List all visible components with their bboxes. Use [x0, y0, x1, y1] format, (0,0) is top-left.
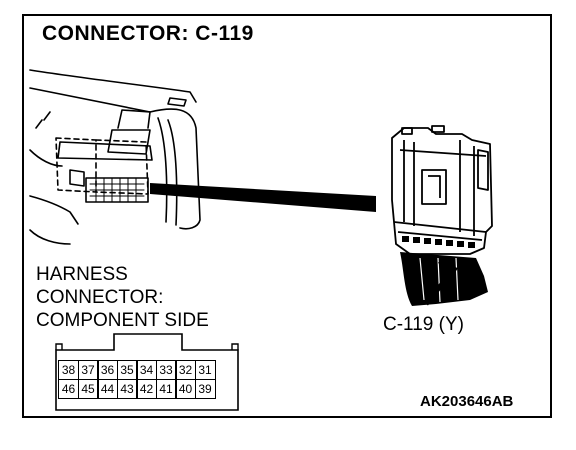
pin-cell: 38 — [58, 360, 79, 380]
pin-cell: 33 — [155, 360, 177, 380]
pin-cell: 42 — [136, 378, 157, 399]
fuse-block — [85, 177, 149, 203]
diagram-title: CONNECTOR: C-119 — [42, 22, 254, 45]
connector-pins — [402, 236, 475, 248]
pin-cell: 45 — [77, 378, 99, 399]
pin-cell: 43 — [116, 378, 138, 399]
pin-cell: 32 — [175, 360, 196, 380]
pin-cell: 35 — [116, 360, 138, 380]
pin-grid: 38 37 36 35 34 33 32 31 46 45 44 43 42 4… — [58, 360, 216, 399]
figure-code: AK203646AB — [420, 393, 514, 410]
pin-cell: 34 — [136, 360, 157, 380]
arrow-icon — [424, 262, 458, 306]
harness-connector-label: HARNESS CONNECTOR: COMPONENT SIDE — [36, 263, 209, 332]
diagram-frame — [22, 14, 552, 418]
connector-id-label: C-119 (Y) — [383, 314, 464, 335]
harness-label-line: HARNESS — [36, 264, 128, 285]
pin-cell: 36 — [97, 360, 118, 380]
pin-cell: 40 — [175, 378, 196, 399]
pin-cell: 44 — [97, 378, 118, 399]
pin-row-top: 38 37 36 35 34 33 32 31 — [58, 360, 216, 380]
dash-top-edge — [29, 69, 197, 103]
pin-cell: 41 — [155, 378, 177, 399]
dash-right-panel — [149, 108, 201, 230]
pin-cell: 39 — [194, 378, 216, 399]
connector-housing — [391, 125, 493, 255]
pin-cell: 37 — [77, 360, 99, 380]
pin-cell: 31 — [194, 360, 216, 380]
harness-label-line: CONNECTOR: — [36, 287, 164, 308]
pointer-beam — [150, 183, 376, 212]
harness-label-line: COMPONENT SIDE — [36, 310, 209, 331]
pin-cell: 46 — [58, 378, 79, 399]
pin-row-bottom: 46 45 44 43 42 41 40 39 — [58, 378, 216, 399]
